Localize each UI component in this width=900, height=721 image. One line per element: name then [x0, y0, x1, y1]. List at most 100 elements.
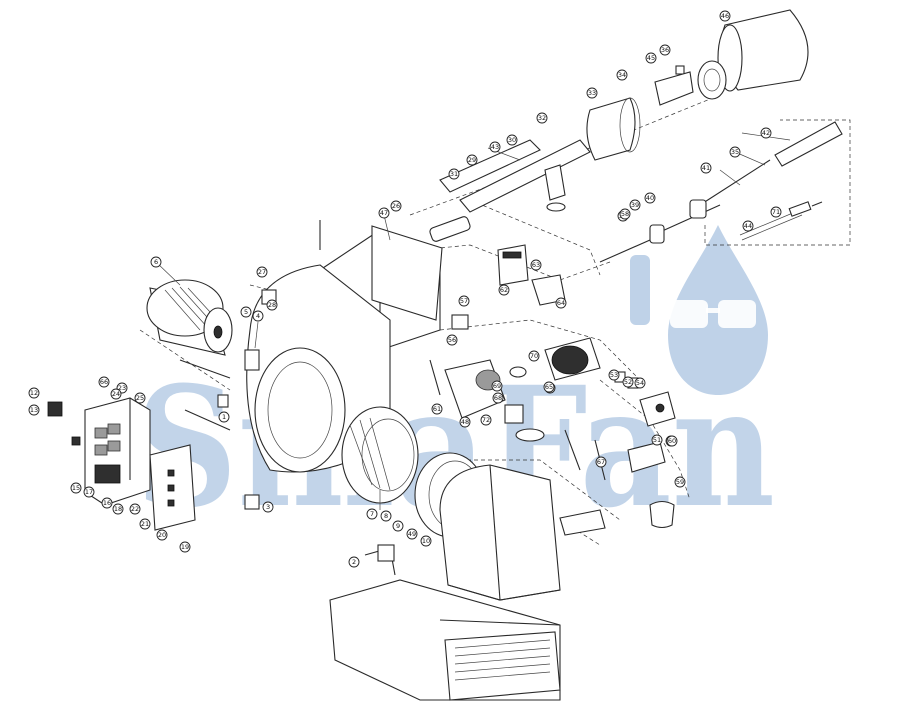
part-label: 66: [98, 376, 110, 388]
svg-text:46: 46: [721, 12, 729, 20]
part-label: 25: [134, 392, 146, 404]
part-label: 2: [348, 556, 360, 568]
pump-and-valve-parts: [429, 244, 676, 536]
svg-text:63: 63: [532, 261, 540, 269]
svg-text:62: 62: [500, 286, 508, 294]
watermark-glasses-icon: [670, 300, 756, 328]
part-label: 59: [674, 476, 686, 488]
svg-text:26: 26: [392, 202, 400, 210]
svg-text:41: 41: [702, 164, 710, 172]
part-label: 5: [240, 306, 252, 318]
svg-text:25: 25: [136, 394, 144, 402]
svg-text:65: 65: [545, 383, 553, 391]
part-label: 52: [622, 376, 634, 388]
svg-text:51: 51: [653, 436, 661, 444]
svg-text:32: 32: [538, 114, 546, 122]
part-label: 28: [266, 299, 278, 311]
part-label: 7: [366, 508, 378, 520]
part-label: 12: [28, 387, 40, 399]
svg-text:45: 45: [647, 54, 655, 62]
part-label: 17: [83, 486, 95, 498]
part-label: 47: [378, 207, 390, 219]
part-label: 32: [536, 112, 548, 124]
part-label: 34: [616, 69, 628, 81]
fan-housing-assembly: [146, 225, 561, 701]
part-label: 51: [651, 434, 663, 446]
svg-text:2: 2: [352, 558, 356, 566]
svg-text:27: 27: [258, 268, 266, 276]
part-label: 43: [489, 141, 501, 153]
svg-text:18: 18: [114, 505, 122, 513]
svg-text:56: 56: [448, 336, 456, 344]
part-label: 29: [466, 154, 478, 166]
svg-text:49: 49: [408, 530, 416, 538]
part-label: 10: [420, 535, 432, 547]
part-label: 15: [70, 482, 82, 494]
svg-text:33: 33: [588, 89, 596, 97]
part-label: 19: [179, 541, 191, 553]
svg-text:68: 68: [494, 394, 502, 402]
part-label: 45: [645, 52, 657, 64]
part-label: 22: [129, 503, 141, 515]
svg-text:13: 13: [30, 406, 38, 414]
svg-text:16: 16: [103, 499, 111, 507]
part-label: 18: [112, 503, 124, 515]
svg-text:58: 58: [621, 210, 629, 218]
svg-text:70: 70: [530, 352, 538, 360]
part-label: 24: [110, 388, 122, 400]
svg-text:9: 9: [396, 522, 400, 530]
svg-text:57: 57: [460, 297, 468, 305]
svg-text:39: 39: [631, 201, 639, 209]
svg-text:47: 47: [380, 209, 388, 217]
part-label: 70: [528, 350, 540, 362]
svg-text:42: 42: [762, 129, 770, 137]
part-label: 58: [619, 208, 631, 220]
part-label: 68: [492, 392, 504, 404]
part-label: 64: [555, 297, 567, 309]
part-label: 48: [459, 416, 471, 428]
svg-text:22: 22: [131, 505, 139, 513]
svg-text:54: 54: [636, 379, 644, 387]
svg-text:1: 1: [222, 413, 226, 421]
part-label: 4: [252, 310, 264, 322]
part-label: 30: [506, 134, 518, 146]
part-label: 69: [491, 380, 503, 392]
part-label: 9: [392, 520, 404, 532]
svg-text:7: 7: [370, 510, 374, 518]
part-label: 1: [218, 411, 230, 423]
svg-text:15: 15: [72, 484, 80, 492]
part-callouts: 1 2 3 4 5 6 7 8 9 10 12 13 15 16 17 18 1…: [28, 10, 782, 568]
svg-text:40: 40: [646, 194, 654, 202]
svg-text:53: 53: [610, 371, 618, 379]
part-label: 49: [406, 528, 418, 540]
part-label: 31: [448, 168, 460, 180]
part-label: 27: [256, 266, 268, 278]
part-label: 57: [458, 295, 470, 307]
svg-text:3: 3: [266, 503, 270, 511]
svg-text:5: 5: [244, 308, 248, 316]
svg-text:59: 59: [676, 478, 684, 486]
part-label: 72: [480, 414, 492, 426]
svg-text:20: 20: [158, 531, 166, 539]
part-label: 8: [380, 510, 392, 522]
part-label: 41: [700, 162, 712, 174]
part-label: 54: [634, 377, 646, 389]
part-label: 33: [586, 87, 598, 99]
svg-text:35: 35: [731, 148, 739, 156]
svg-text:28: 28: [268, 301, 276, 309]
control-panel-assembly: [47, 220, 396, 576]
svg-text:30: 30: [508, 136, 516, 144]
part-label: 60: [666, 435, 678, 447]
svg-text:31: 31: [450, 170, 458, 178]
part-label: 3: [262, 501, 274, 513]
svg-text:23: 23: [118, 384, 126, 392]
part-label: 20: [156, 529, 168, 541]
part-label: 42: [760, 127, 772, 139]
part-label: 67: [595, 456, 607, 468]
svg-text:44: 44: [744, 222, 752, 230]
svg-text:36: 36: [661, 46, 669, 54]
part-label: 6: [150, 256, 162, 268]
svg-text:21: 21: [141, 520, 149, 528]
svg-text:69: 69: [493, 382, 501, 390]
svg-text:12: 12: [30, 389, 38, 397]
